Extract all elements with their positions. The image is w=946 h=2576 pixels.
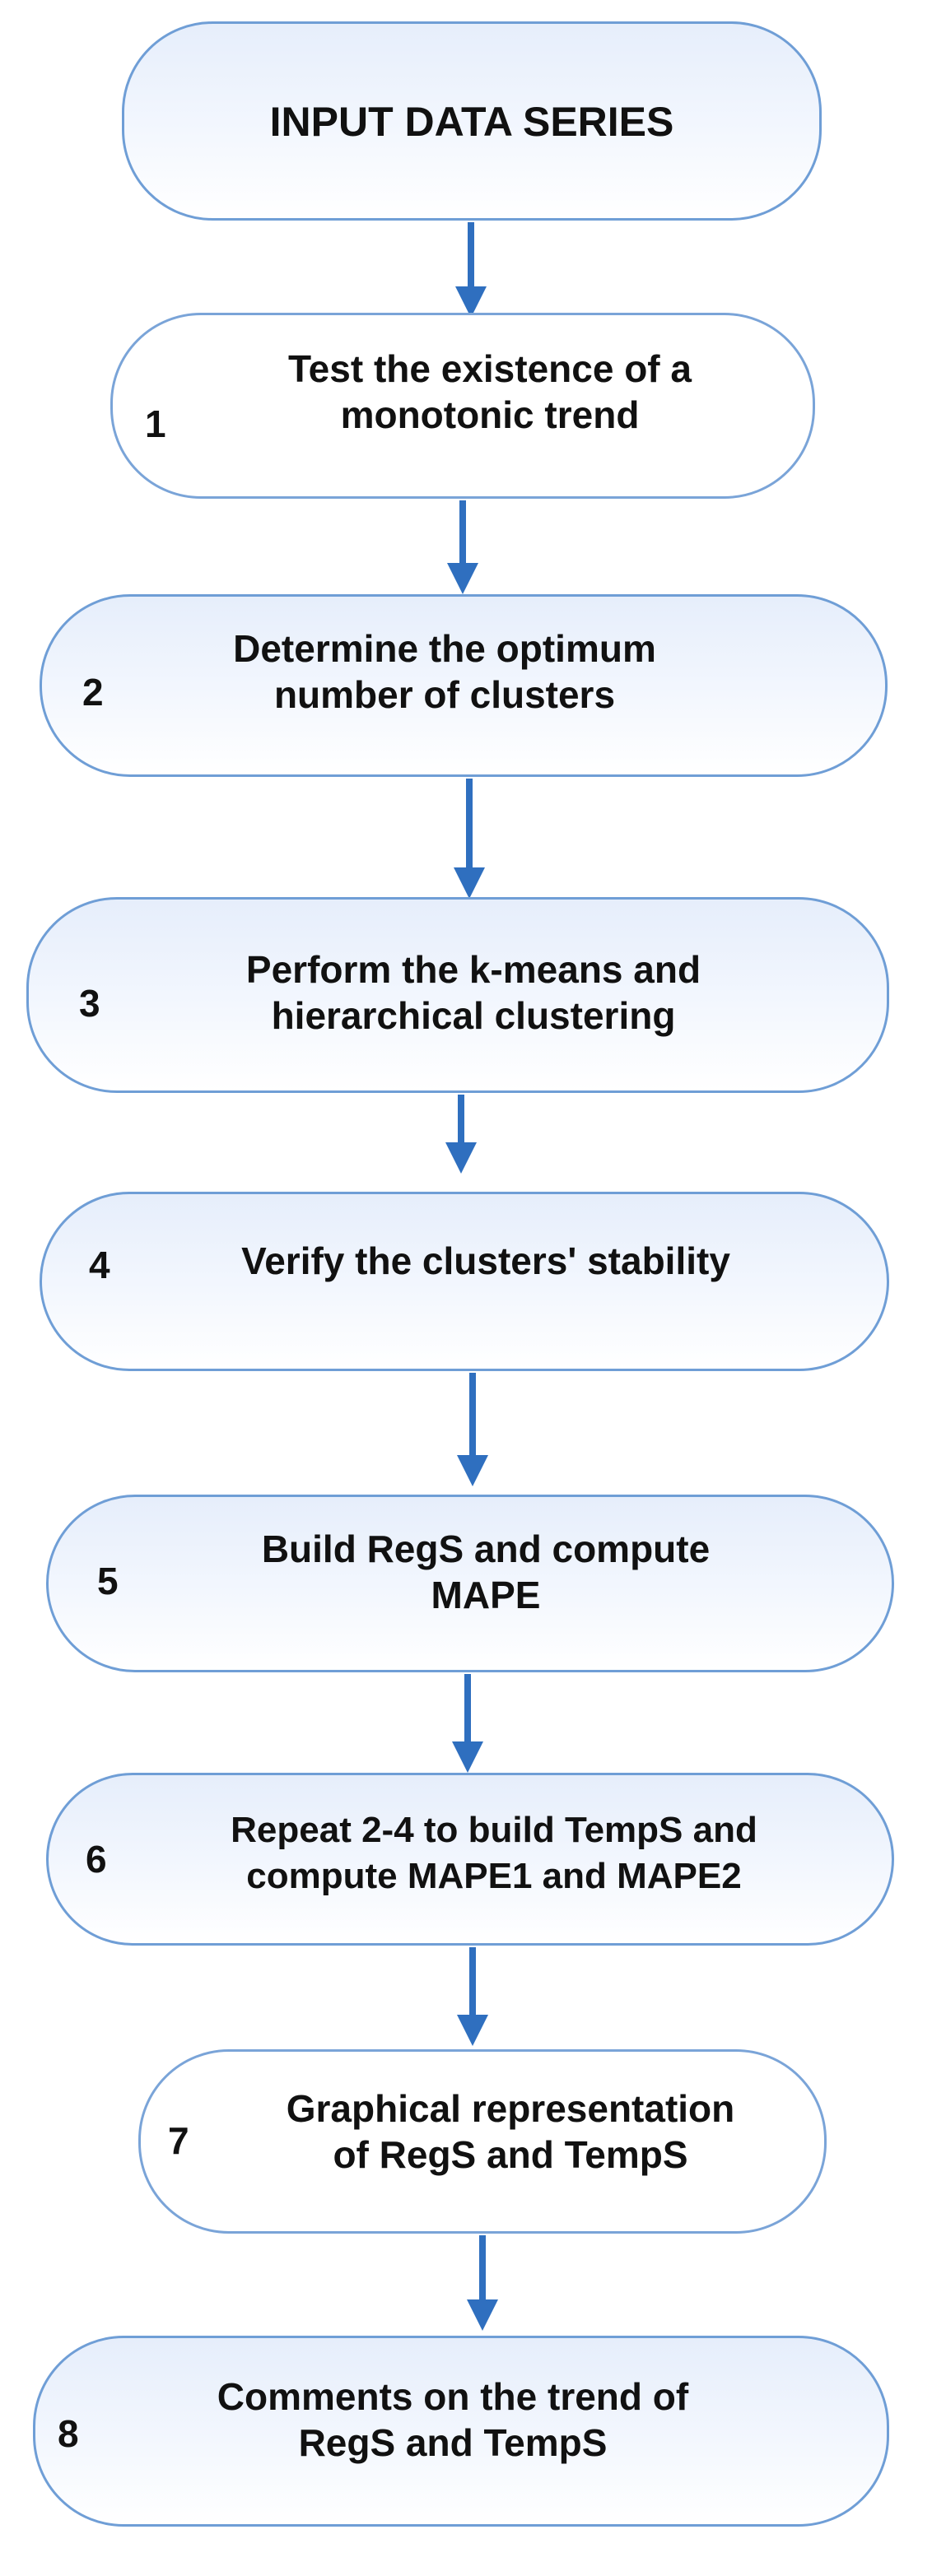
- step-7-label-line-2: of RegS and TempS: [333, 2133, 688, 2176]
- step-5-label-line-2: MAPE: [431, 1574, 541, 1616]
- step-2-label-line-1: Determine the optimum: [233, 627, 656, 670]
- step-3-number: 3: [79, 982, 100, 1025]
- step-7-label: Graphical representation of RegS and Tem…: [206, 2085, 815, 2178]
- step-6-label-line-2: compute MAPE1 and MAPE2: [246, 1856, 742, 1896]
- step-1-label: Test the existence of a monotonic trend: [181, 346, 799, 438]
- step-5-box: [46, 1495, 894, 1672]
- step-8-number: 8: [58, 2412, 79, 2455]
- step-6-box: [46, 1773, 894, 1946]
- step-8-box: [33, 2336, 889, 2527]
- step-6-number: 6: [86, 1838, 107, 1881]
- step-2-number: 2: [82, 671, 104, 714]
- step-1-number: 1: [145, 402, 166, 445]
- step-8-label-line-2: RegS and TempS: [298, 2421, 608, 2464]
- start-box: [122, 21, 822, 221]
- step-5-label-line-1: Build RegS and compute: [261, 1527, 711, 1570]
- step-2-box: [40, 594, 888, 777]
- step-7-label-line-1: Graphical representation: [286, 2087, 735, 2130]
- step-4-number: 4: [89, 1244, 110, 1286]
- step-7-box: [138, 2049, 827, 2234]
- step-3-label-line-1: Perform the k-means and: [245, 948, 701, 991]
- step-3-box: [26, 897, 889, 1093]
- step-5-label: Build RegS and compute MAPE: [140, 1526, 832, 1618]
- step-1-label-line-1: Test the existence of a: [288, 347, 692, 390]
- step-4-box: [40, 1192, 889, 1371]
- start-label: INPUT DATA SERIES: [269, 99, 674, 145]
- step-6-label-line-1: Repeat 2-4 to build TempS and: [231, 1810, 757, 1850]
- step-6-label: Repeat 2-4 to build TempS and compute MA…: [115, 1807, 873, 1899]
- step-1-box: [110, 313, 815, 499]
- step-4-label: Verify the clusters' stability: [132, 1238, 840, 1284]
- step-4-label-line-1: Verify the clusters' stability: [241, 1239, 730, 1282]
- step-7-number: 7: [168, 2119, 189, 2162]
- step-1-label-line-2: monotonic trend: [340, 393, 640, 436]
- step-8-label-line-1: Comments on the trend of: [217, 2375, 689, 2418]
- step-3-label: Perform the k-means and hierarchical clu…: [123, 946, 823, 1039]
- step-2-label: Determine the optimum number of clusters: [115, 625, 774, 718]
- step-3-label-line-2: hierarchical clustering: [271, 994, 676, 1037]
- step-5-number: 5: [97, 1560, 119, 1602]
- step-2-label-line-2: number of clusters: [273, 673, 616, 716]
- step-8-label: Comments on the trend of RegS and TempS: [91, 2374, 815, 2466]
